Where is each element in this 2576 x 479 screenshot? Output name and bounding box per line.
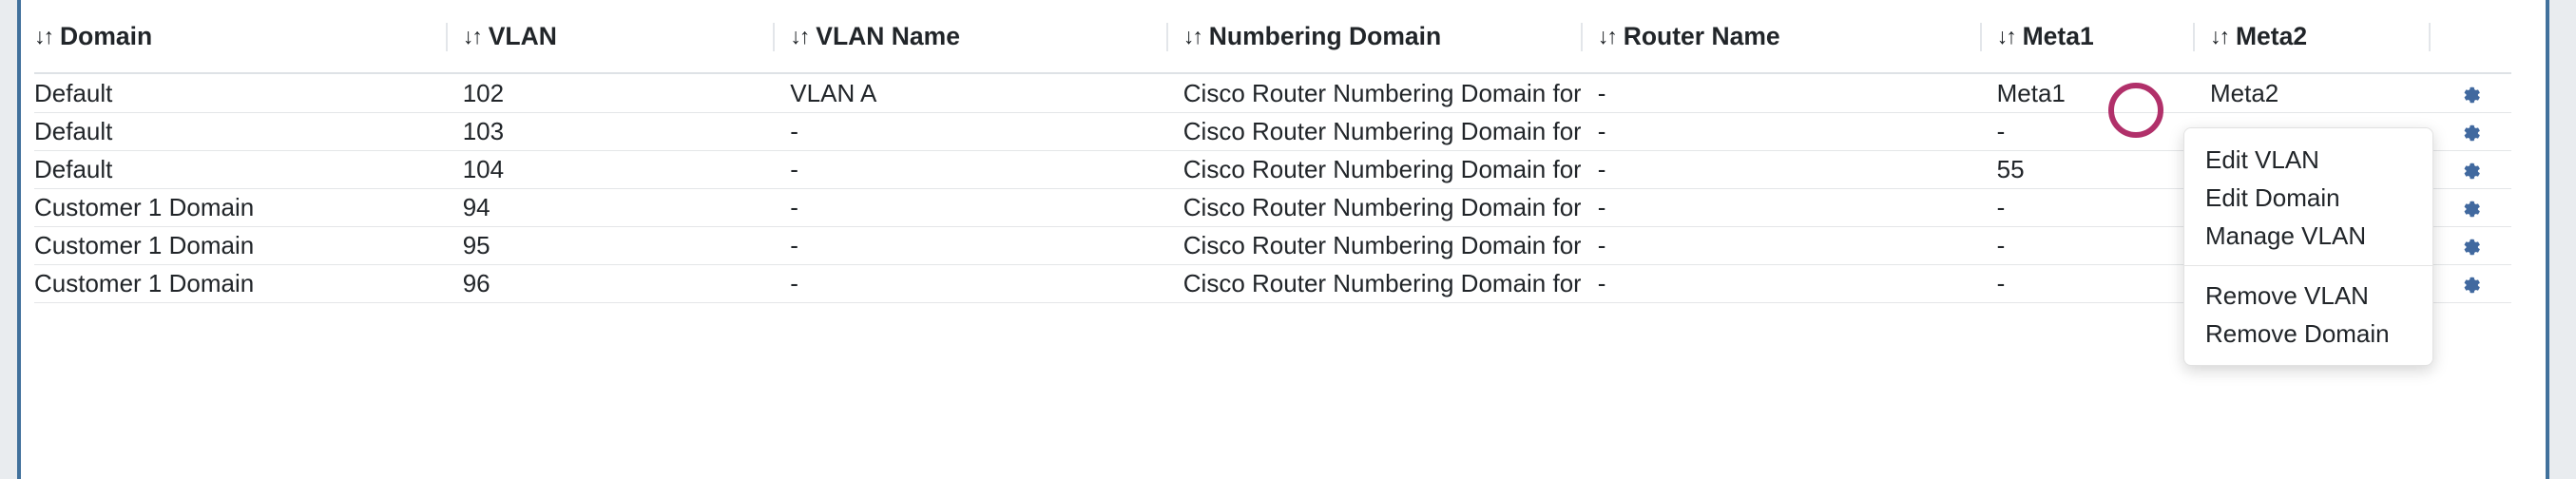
cell-router-name: - (1580, 188, 1980, 227)
row-actions-gear-button[interactable] (2429, 112, 2511, 151)
cell-vlan-name: VLAN A (773, 73, 1166, 113)
column-header-label: Meta2 (2235, 21, 2308, 50)
cell-meta1: 55 (1979, 150, 2193, 189)
column-header-label: Router Name (1623, 21, 1780, 50)
cell-numbering-domain: Cisco Router Numbering Domain for … (1165, 226, 1581, 265)
column-header-label: Numbering Domain (1208, 21, 1442, 50)
cell-router-name: - (1580, 150, 1980, 189)
cell-vlan-name: - (773, 150, 1166, 189)
table-header-row: ↓↑Domain ↓↑VLAN ↓↑VLAN Name ↓↑Numbering … (34, 0, 2511, 74)
gear-icon-glyph (2464, 163, 2480, 180)
column-header-label: Meta1 (2022, 21, 2094, 50)
cell-vlan-name: - (773, 264, 1166, 303)
cell-router-name: - (1580, 73, 1980, 113)
sort-icon[interactable]: ↓↑ (790, 23, 810, 48)
cell-domain: Customer 1 Domain (34, 226, 446, 265)
cell-numbering-domain: Cisco Router Numbering Domain for … (1165, 264, 1581, 303)
column-header-numbering-domain[interactable]: ↓↑Numbering Domain (1165, 0, 1581, 74)
cell-vlan-name: - (773, 188, 1166, 227)
column-header-meta2[interactable]: ↓↑Meta2 (2192, 0, 2430, 74)
gear-icon-glyph (2464, 201, 2480, 218)
cell-numbering-domain: Cisco Router Numbering Domain for … (1165, 73, 1581, 113)
row-actions-gear-button[interactable] (2429, 226, 2511, 265)
row-actions-gear-button[interactable] (2429, 264, 2511, 303)
cell-meta1: - (1979, 188, 2193, 227)
cell-domain: Default (34, 112, 446, 151)
sort-icon[interactable]: ↓↑ (1996, 23, 2017, 48)
sort-icon[interactable]: ↓↑ (1182, 23, 1203, 48)
cell-router-name: - (1580, 226, 1980, 265)
cell-vlan: 103 (445, 112, 774, 151)
cell-domain: Customer 1 Domain (34, 264, 446, 303)
column-header-vlan-name[interactable]: ↓↑VLAN Name (773, 0, 1166, 74)
vlan-domain-table: ↓↑Domain ↓↑VLAN ↓↑VLAN Name ↓↑Numbering … (34, 0, 2511, 303)
cell-vlan: 102 (445, 73, 774, 113)
gear-icon-glyph (2464, 239, 2480, 256)
cell-numbering-domain: Cisco Router Numbering Domain for … (1165, 150, 1581, 189)
cell-numbering-domain: Cisco Router Numbering Domain for … (1165, 188, 1581, 227)
row-actions-gear-button[interactable] (2429, 73, 2511, 113)
column-header-vlan[interactable]: ↓↑VLAN (445, 0, 774, 74)
cell-vlan-name: - (773, 112, 1166, 151)
cell-meta1: Meta1 (1979, 73, 2193, 113)
column-header-label: VLAN (488, 21, 557, 50)
row-actions-gear-button[interactable] (2429, 150, 2511, 189)
cell-meta1: - (1979, 112, 2193, 151)
context-menu-item-remove-domain[interactable]: Remove Domain (2205, 319, 2390, 348)
right-page-rule (2546, 0, 2549, 479)
left-page-rule (17, 0, 21, 479)
cell-domain: Default (34, 73, 446, 113)
cell-domain: Default (34, 150, 446, 189)
column-header-label: Domain (60, 21, 153, 50)
sort-icon[interactable]: ↓↑ (1597, 23, 1618, 48)
cell-numbering-domain: Cisco Router Numbering Domain for … (1165, 112, 1581, 151)
cell-vlan-name: - (773, 226, 1166, 265)
sort-icon[interactable]: ↓↑ (34, 23, 54, 48)
cell-vlan: 95 (445, 226, 774, 265)
gear-icon-glyph (2464, 86, 2480, 103)
cell-meta1: - (1979, 264, 2193, 303)
gear-icon-glyph (2464, 125, 2480, 142)
column-header-actions (2429, 0, 2511, 74)
cell-meta2: Meta2 (2192, 73, 2430, 113)
column-header-domain[interactable]: ↓↑Domain (34, 0, 446, 74)
row-actions-gear-button[interactable] (2429, 188, 2511, 227)
sort-icon[interactable]: ↓↑ (2209, 23, 2230, 48)
cell-vlan: 96 (445, 264, 774, 303)
context-menu-item-remove-vlan[interactable]: Remove VLAN (2205, 281, 2369, 310)
cell-domain: Customer 1 Domain (34, 188, 446, 227)
cell-router-name: - (1580, 264, 1980, 303)
sort-icon[interactable]: ↓↑ (462, 23, 483, 48)
column-header-label: VLAN Name (816, 21, 960, 50)
gear-icon-glyph (2464, 277, 2480, 294)
column-header-router-name[interactable]: ↓↑Router Name (1580, 0, 1980, 74)
context-menu-separator (2184, 265, 2432, 266)
context-menu-item-manage-vlan[interactable]: Manage VLAN (2205, 221, 2367, 250)
cell-vlan: 94 (445, 188, 774, 227)
table-header: ↓↑Domain ↓↑VLAN ↓↑VLAN Name ↓↑Numbering … (34, 0, 2511, 74)
cell-meta1: - (1979, 226, 2193, 265)
column-header-meta1[interactable]: ↓↑Meta1 (1979, 0, 2193, 74)
context-menu-item-edit-domain[interactable]: Edit Domain (2205, 183, 2340, 212)
context-menu-item-edit-vlan[interactable]: Edit VLAN (2205, 145, 2319, 174)
cell-router-name: - (1580, 112, 1980, 151)
cell-vlan: 104 (445, 150, 774, 189)
